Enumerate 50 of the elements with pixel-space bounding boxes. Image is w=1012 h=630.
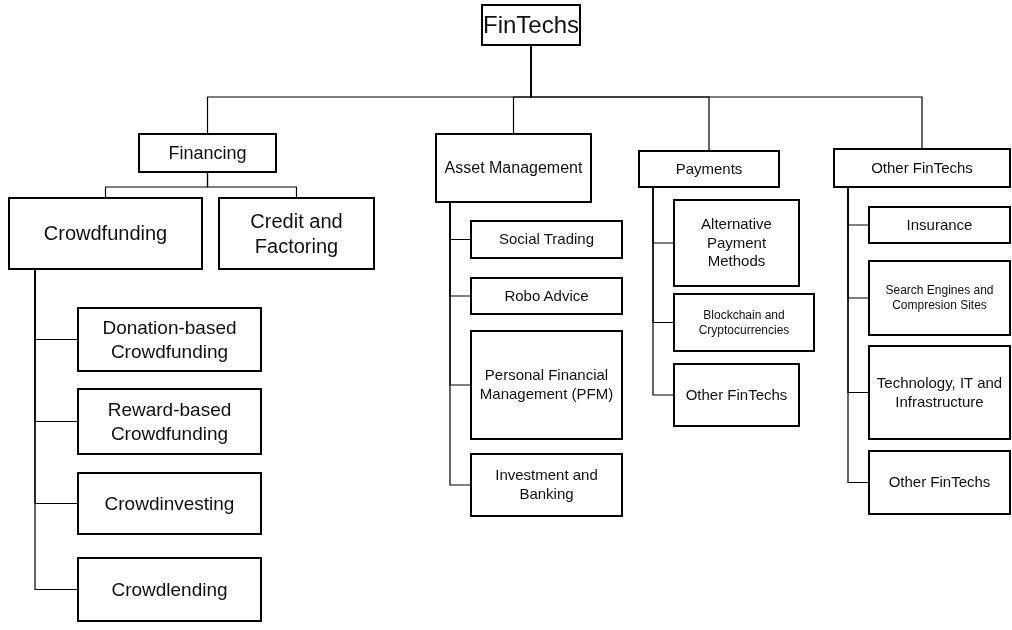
category-box [470, 277, 623, 315]
category-label: Robo Advice [504, 286, 589, 306]
category-label: Payments [675, 159, 743, 179]
category-box [77, 388, 262, 455]
category-label: Financing [168, 141, 247, 165]
category-box [218, 197, 375, 270]
category-box [77, 557, 262, 622]
category-box [673, 199, 800, 287]
category-label: Credit and Factoring [249, 208, 344, 259]
category-label: Personal Financial Management (PFM) [478, 366, 615, 404]
category-box [77, 472, 262, 535]
category-label: Social Trading [498, 230, 595, 249]
connector-line [449, 202, 471, 486]
category-box [481, 4, 581, 46]
category-label: Other FinTechs [685, 385, 788, 405]
category-label: Investment and Banking [494, 466, 599, 504]
connector-line [847, 187, 869, 484]
category-label: Technology, IT and Infrastructure [875, 373, 1004, 412]
category-box [868, 450, 1011, 515]
category-box [435, 133, 592, 203]
category-box [470, 330, 623, 440]
category-label: Crowdlending [111, 577, 228, 602]
category-label: Crowdfunding [43, 221, 168, 246]
category-box [673, 363, 800, 427]
category-label: FinTechs [483, 10, 580, 40]
connector-line [34, 269, 78, 591]
category-box [868, 260, 1011, 336]
category-box [673, 293, 815, 352]
category-box [833, 148, 1011, 188]
category-box [868, 206, 1011, 244]
connector-line [652, 187, 674, 396]
connector-line [206, 172, 298, 198]
category-box [8, 197, 203, 270]
category-box [77, 307, 262, 372]
category-label: Alternative Payment Methods [700, 214, 773, 272]
category-box [470, 220, 623, 259]
connector-line [530, 45, 923, 149]
category-box [868, 345, 1011, 440]
category-label: Insurance [906, 215, 973, 235]
category-box [470, 453, 623, 517]
category-label: Blockchain and Cryptocurrencies [697, 307, 791, 338]
category-box [138, 133, 277, 173]
category-label: Donation-based Crowdfunding [101, 315, 238, 364]
category-label: Search Engines and Compresion Sites [884, 283, 995, 313]
category-box [638, 150, 780, 188]
category-label: Reward-based Crowdfunding [106, 397, 233, 446]
category-label: Other FinTechs [871, 158, 973, 178]
category-label: Asset Management [444, 158, 583, 178]
category-label: Other FinTechs [888, 473, 991, 492]
category-label: Crowdinvesting [104, 491, 235, 516]
